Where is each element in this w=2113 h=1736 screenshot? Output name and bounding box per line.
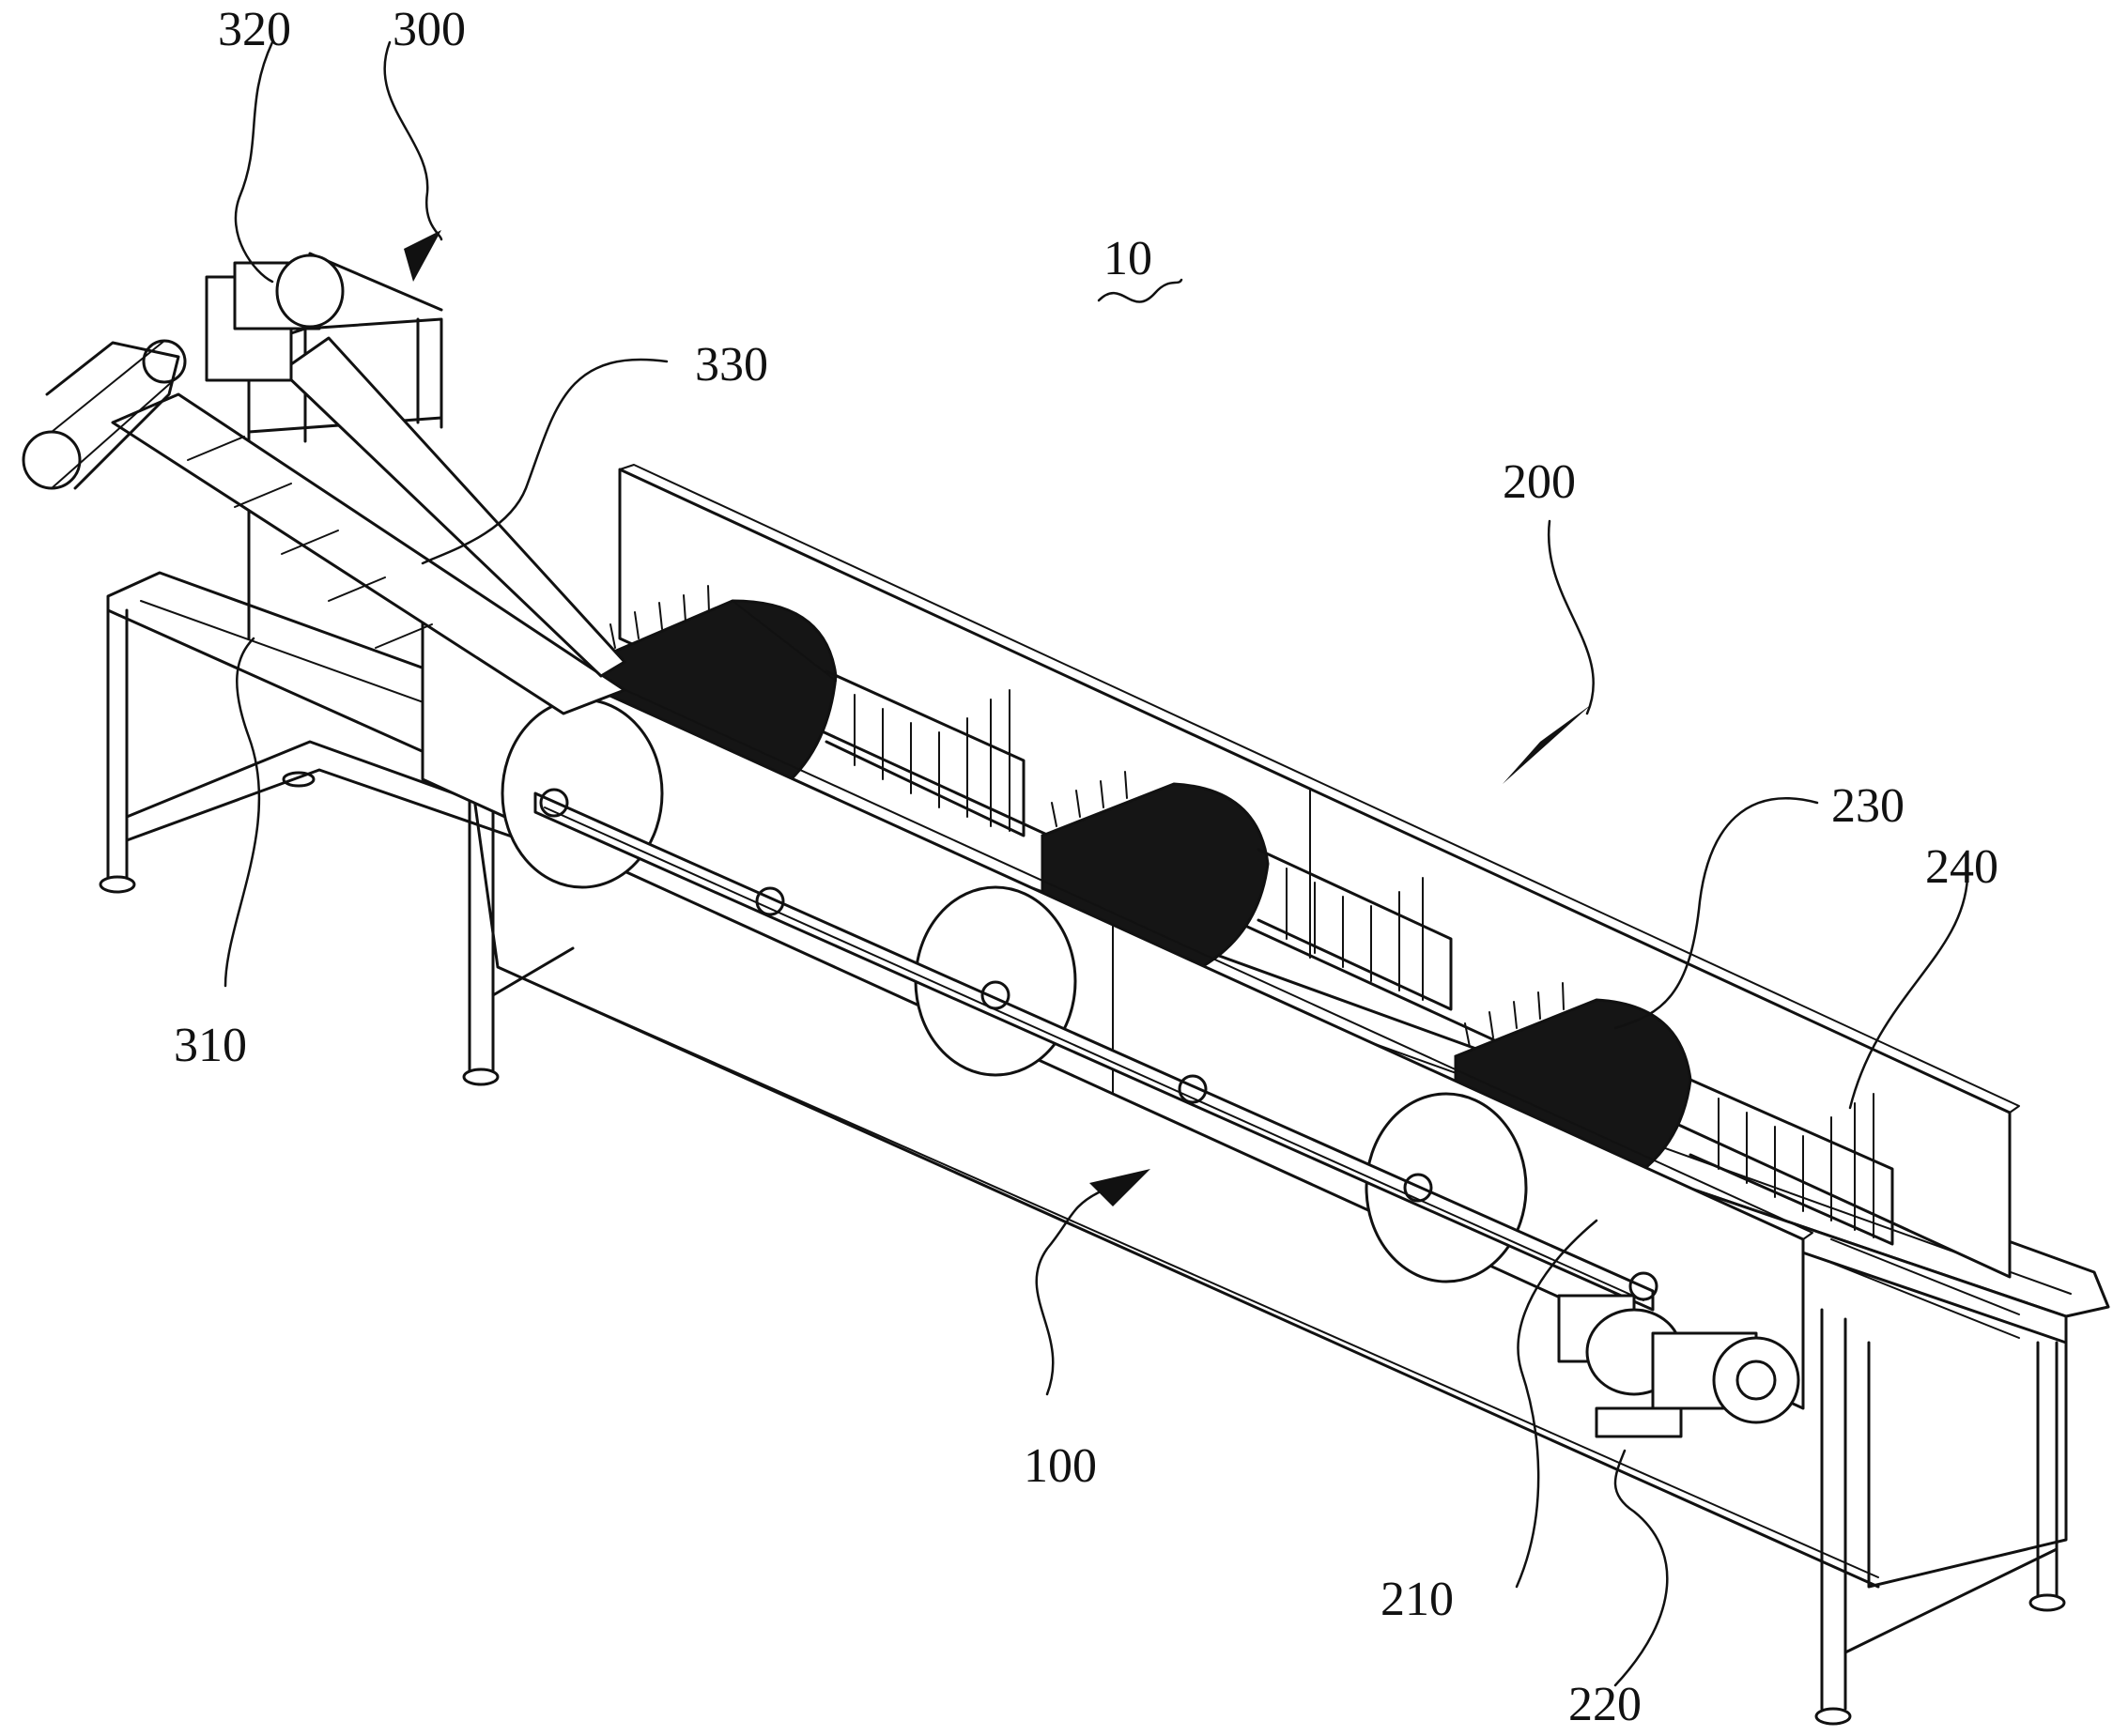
label-320: 320 xyxy=(218,3,291,56)
label-200: 200 xyxy=(1503,455,1576,509)
drive-motor xyxy=(1557,1294,1800,1438)
label-220: 220 xyxy=(1568,1678,1642,1731)
reference-labels: 320 300 10 330 200 230 240 310 100 210 2… xyxy=(174,3,1998,1731)
label-210: 210 xyxy=(1380,1573,1454,1626)
leader-200 xyxy=(1547,519,1595,715)
leader-330 xyxy=(421,358,669,565)
leader-230 xyxy=(1613,797,1819,1030)
arrow-300 xyxy=(404,230,441,282)
rake-2 xyxy=(1257,848,1453,1011)
leader-220 xyxy=(1613,1449,1669,1687)
label-330: 330 xyxy=(695,338,768,392)
leader-10 xyxy=(1097,278,1183,303)
leader-310 xyxy=(224,637,261,988)
leader-300 xyxy=(383,40,443,241)
leader-240 xyxy=(1848,876,1969,1110)
callout-leaders xyxy=(224,40,1969,1687)
leader-100 xyxy=(1035,1191,1101,1396)
arrow-200 xyxy=(1503,704,1592,784)
rake-1 xyxy=(825,669,1026,837)
label-230: 230 xyxy=(1831,779,1905,833)
conveyor-frame xyxy=(22,252,626,715)
arrow-100 xyxy=(1089,1169,1150,1206)
rake-3 xyxy=(1689,1078,2020,1339)
label-10: 10 xyxy=(1103,232,1152,285)
label-310: 310 xyxy=(174,1019,247,1072)
leader-210 xyxy=(1515,1219,1598,1589)
label-100: 100 xyxy=(1024,1439,1097,1493)
drive-chain xyxy=(533,788,1658,1312)
leader-320 xyxy=(234,40,274,284)
label-300: 300 xyxy=(393,3,466,56)
label-240: 240 xyxy=(1925,840,1998,894)
